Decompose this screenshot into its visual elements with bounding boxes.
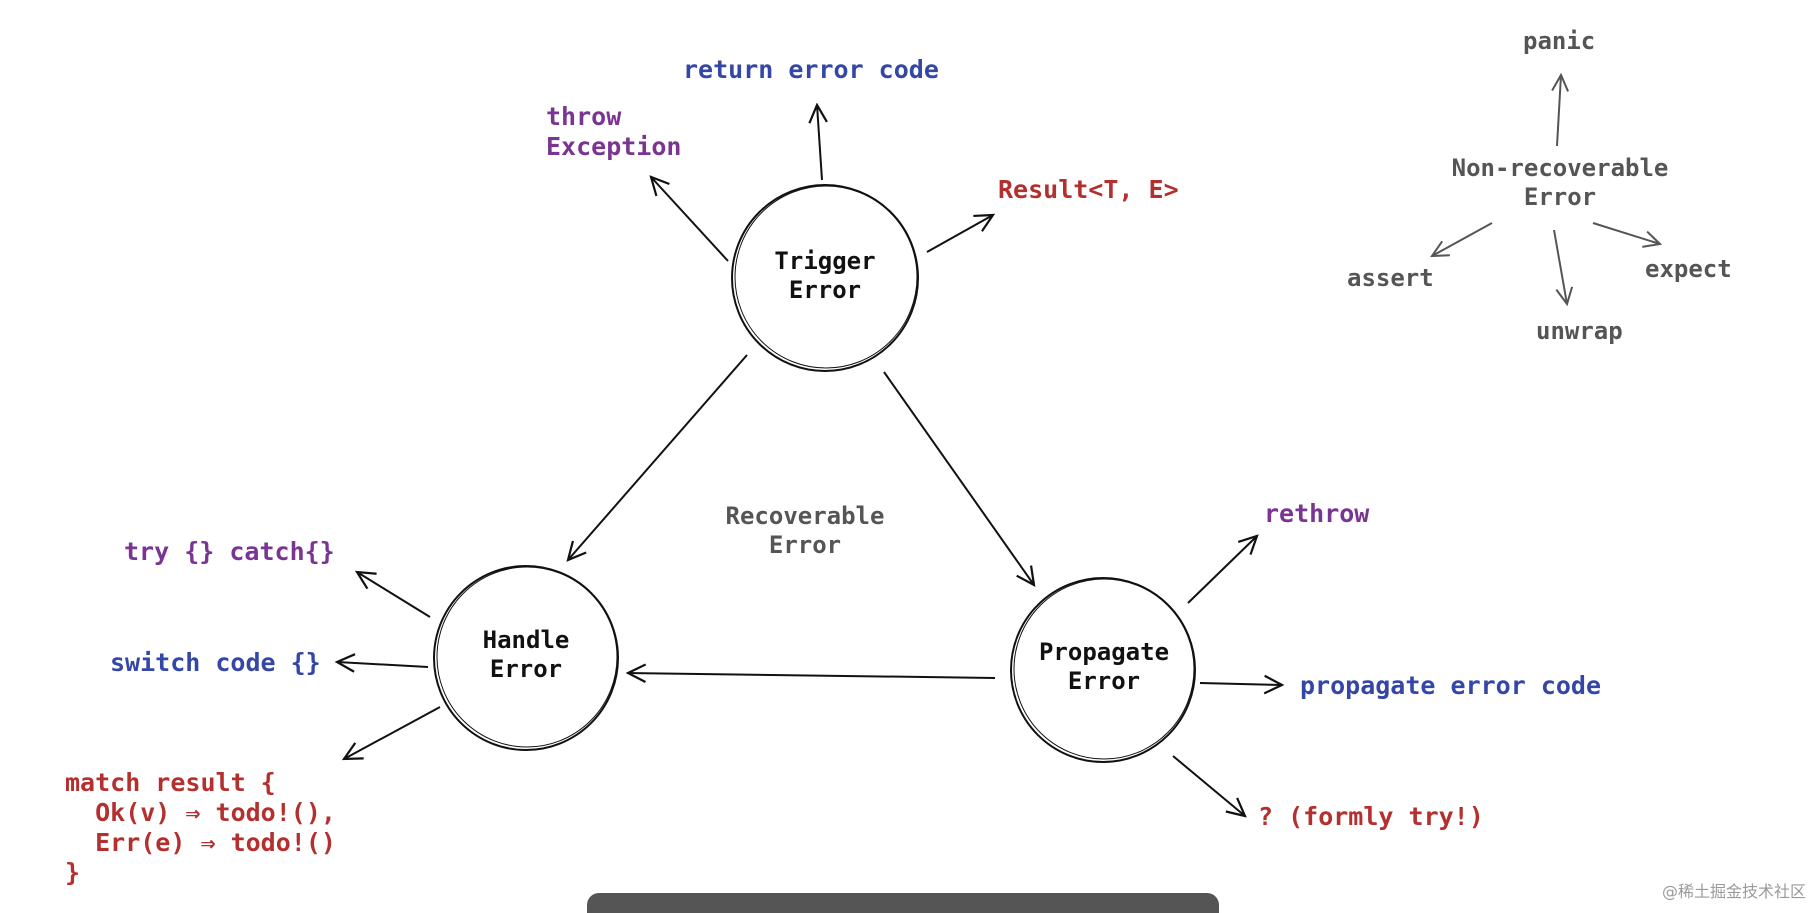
unwrap-label: unwrap [1536,317,1623,345]
arrow-trigger-to-propagate [883,371,1034,585]
arrow-to-question-mark [1172,755,1245,816]
arrow-to-propagate-code [1199,683,1282,685]
arrow-propagate-to-handle [628,673,996,678]
arrow-to-panic [1557,75,1561,147]
arrow-to-rethrow [1187,536,1257,604]
arrow-trigger-to-handle [568,354,748,560]
trigger-error-label: Trigger Error [774,247,876,304]
try-catch-label: try {} catch{} [124,537,335,566]
expect-label: expect [1645,255,1732,283]
arrow-to-unwrap [1553,229,1567,304]
propagate-error-node [1010,577,1196,763]
switch-code-label: switch code {} [110,648,321,677]
arrow-to-match [344,706,441,759]
match-result-label: match result { Ok(v) ⇒ todo!(), Err(e) ⇒… [65,768,336,887]
throw-exception-label: throw Exception [546,102,682,161]
handle-error-label: Handle Error [482,626,570,683]
assert-label: assert [1347,264,1434,292]
arrow-to-return-error-code [817,105,822,181]
watermark: @稀土掘金技术社区 [1661,882,1806,901]
arrow-to-expect [1592,222,1660,244]
result-type-label: Result<T, E> [998,175,1179,204]
arrow-to-try-catch [357,572,431,618]
arrow-to-throw [651,177,729,262]
question-mark-operator-label: ? (formly try!) [1258,802,1484,831]
propagate-error-label: Propagate Error [1038,638,1170,695]
arrow-to-assert [1432,222,1493,256]
non-recoverable-error-label: Non-recoverable Error [1451,154,1669,211]
bottom-scroll-bar[interactable] [587,893,1219,913]
propagate-error-code-label: propagate error code [1300,671,1602,700]
return-error-code-label: return error code [683,55,939,84]
panic-label: panic [1523,27,1596,55]
rethrow-label: rethrow [1264,499,1370,528]
trigger-error-node [731,184,919,372]
recoverable-error-label: Recoverable Error [725,502,885,559]
arrow-to-result [926,215,993,253]
handle-error-node [433,565,619,751]
arrow-to-switch [337,662,429,667]
